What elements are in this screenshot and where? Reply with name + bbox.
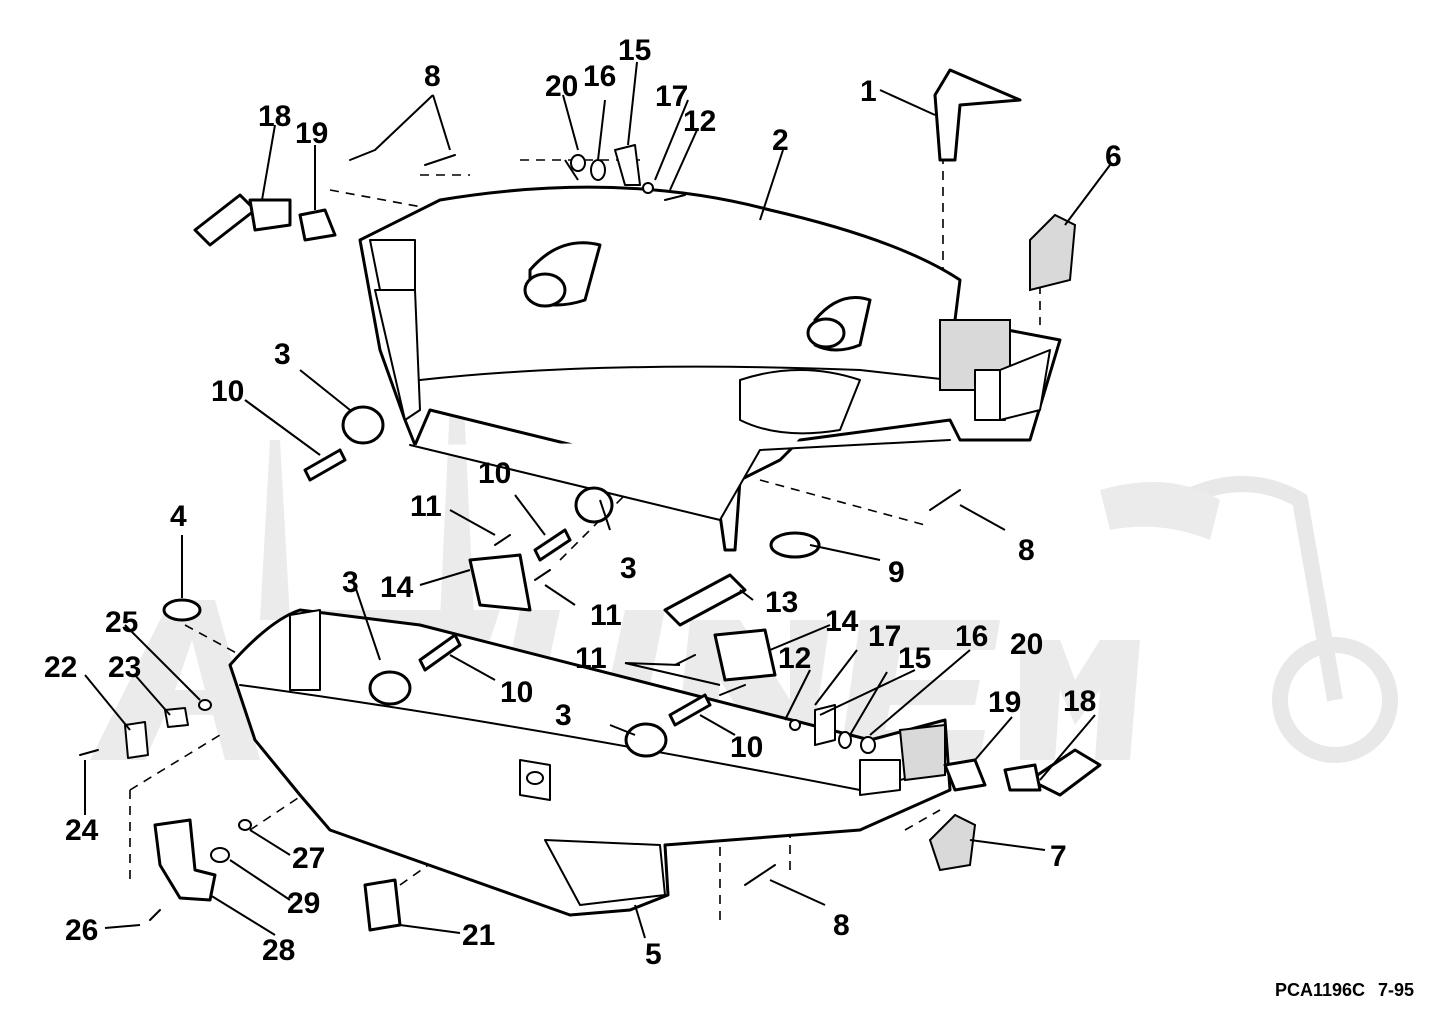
callout-10: 10	[730, 731, 763, 764]
callout-16: 16	[583, 60, 616, 93]
callout-22: 22	[44, 651, 77, 684]
callout-1: 1	[860, 75, 877, 108]
callout-23: 23	[108, 651, 141, 684]
callout-10: 10	[478, 457, 511, 490]
callout-20: 20	[1010, 628, 1043, 661]
callout-10: 10	[500, 676, 533, 709]
callout-12: 12	[683, 105, 716, 138]
callout-2: 2	[772, 124, 789, 157]
revision-date: 7-95	[1378, 980, 1414, 1000]
callout-14: 14	[825, 605, 859, 638]
callout-13: 13	[765, 586, 798, 619]
callout-16: 16	[955, 620, 988, 653]
callout-21: 21	[462, 919, 495, 952]
callout-18: 18	[258, 100, 291, 133]
callout-11: 11	[410, 490, 442, 523]
callout-28: 28	[262, 934, 295, 967]
callout-19: 19	[295, 117, 328, 150]
reference-code: PCA1196C	[1275, 980, 1365, 1000]
callout-17: 17	[868, 620, 901, 653]
callout-5: 5	[645, 938, 662, 971]
callout-20: 20	[545, 70, 578, 103]
callout-7: 7	[1050, 840, 1067, 873]
callout-10: 10	[211, 375, 244, 408]
callout-25: 25	[105, 606, 138, 639]
callout-3: 3	[555, 699, 572, 732]
callout-3: 3	[620, 552, 637, 585]
callout-11: 11	[590, 599, 622, 632]
callout-8: 8	[424, 60, 441, 93]
callout-11: 11	[575, 642, 607, 675]
callout-8: 8	[1018, 534, 1035, 567]
callout-27: 27	[292, 842, 325, 875]
callout-19: 19	[988, 686, 1021, 719]
callout-15: 15	[898, 642, 931, 675]
callout-29: 29	[287, 887, 320, 920]
upper-cowl-bracket	[358, 185, 1062, 552]
callout-24: 24	[65, 814, 99, 847]
callout-labels: 1 2 3 3 3 3 4 5 6 7 8 8 8 9 10 10 10 10 …	[44, 34, 1122, 971]
callout-15: 15	[618, 34, 651, 67]
callout-18: 18	[1063, 685, 1096, 718]
callout-17: 17	[655, 80, 688, 113]
callout-9: 9	[888, 556, 905, 589]
callout-8: 8	[833, 909, 850, 942]
callout-14: 14	[380, 571, 414, 604]
callout-3: 3	[274, 338, 291, 371]
hardware	[79, 68, 1102, 932]
callout-6: 6	[1105, 140, 1122, 173]
callout-12: 12	[778, 642, 811, 675]
reference-footer: PCA1196C 7-95	[1275, 980, 1414, 1000]
callout-26: 26	[65, 914, 98, 947]
callout-3: 3	[342, 566, 359, 599]
callout-4: 4	[170, 500, 187, 533]
leader-lines	[84, 61, 1111, 939]
